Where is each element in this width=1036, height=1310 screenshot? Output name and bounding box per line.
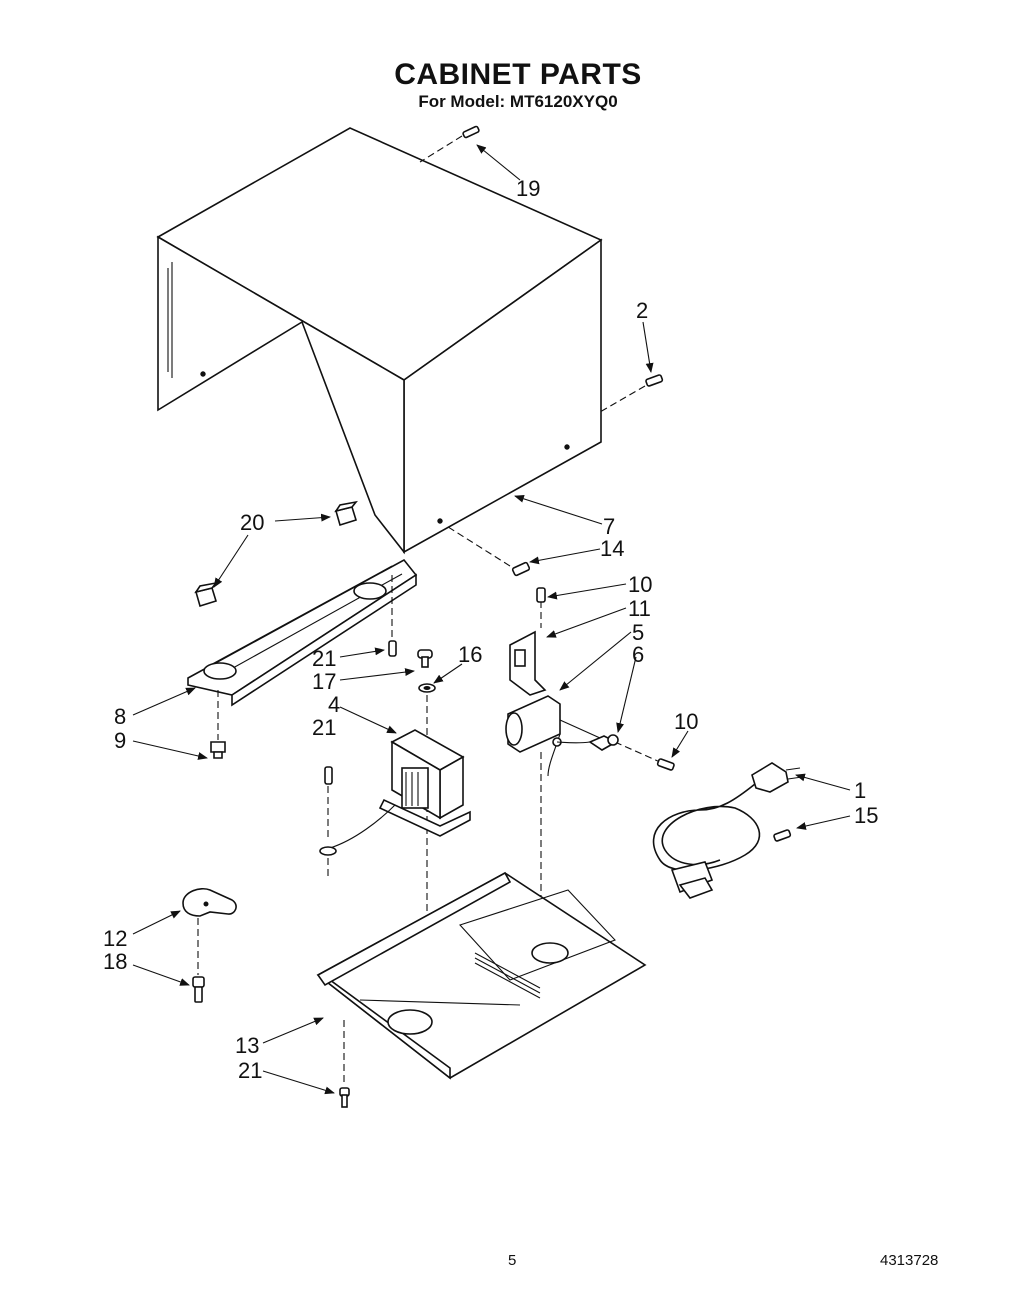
power-cord [652, 762, 803, 899]
hinge-bracket [182, 887, 237, 975]
capacitor [505, 695, 661, 900]
foot-20a [334, 500, 358, 527]
transformer [319, 729, 471, 878]
callout-4: 4 [328, 692, 340, 717]
screw-15 [773, 829, 792, 842]
callout-7: 7 [603, 514, 615, 539]
callout-19: 19 [516, 176, 540, 201]
callout-11: 11 [628, 596, 651, 621]
screw-17 [417, 649, 433, 668]
callout-5: 5 [632, 620, 644, 645]
callout-10-right: 10 [674, 709, 698, 734]
callout-12: 12 [103, 926, 127, 951]
callout-16: 16 [458, 642, 482, 667]
callout-2: 2 [636, 298, 648, 323]
base-rail [187, 558, 418, 740]
callout-17: 17 [312, 669, 336, 694]
page-title: CABINET PARTS [394, 58, 642, 91]
callout-13: 13 [235, 1033, 259, 1058]
callout-10-top: 10 [628, 572, 652, 597]
callout-18: 18 [103, 949, 127, 974]
screw-18 [192, 976, 205, 1003]
callout-21-upper: 21 [312, 646, 336, 671]
callout-9: 9 [114, 728, 126, 753]
leader-lines [132, 144, 851, 1095]
base-plate [316, 871, 647, 1085]
screw-14 [444, 524, 531, 577]
callout-1: 1 [854, 778, 866, 803]
cabinet-wrapper [156, 127, 603, 555]
screw-10-right [656, 758, 675, 771]
callout-8: 8 [114, 704, 126, 729]
callout-labels: 19 2 7 14 20 10 11 5 6 10 21 17 16 4 21 … [103, 176, 878, 1083]
callout-21-base: 21 [238, 1058, 262, 1083]
screw-10-top [536, 587, 546, 603]
model-subtitle: For Model: MT6120XYQ0 [418, 92, 618, 111]
page-number: 5 [508, 1252, 517, 1269]
capacitor-bracket [509, 601, 547, 696]
screw-19 [419, 125, 480, 163]
callout-15: 15 [854, 803, 878, 828]
foot-20b [194, 581, 218, 608]
callout-20: 20 [240, 510, 264, 535]
screw-21-base [339, 1087, 350, 1108]
screw-21-upper [388, 640, 397, 657]
screw-21-transformer [324, 766, 333, 840]
diode [556, 734, 619, 751]
callout-6: 6 [632, 642, 644, 667]
document-number: 4313728 [880, 1252, 939, 1269]
rubber-foot-9 [210, 741, 226, 759]
screw-2 [599, 374, 664, 413]
callout-14: 14 [600, 536, 624, 561]
callout-21-transformer: 21 [312, 715, 336, 740]
